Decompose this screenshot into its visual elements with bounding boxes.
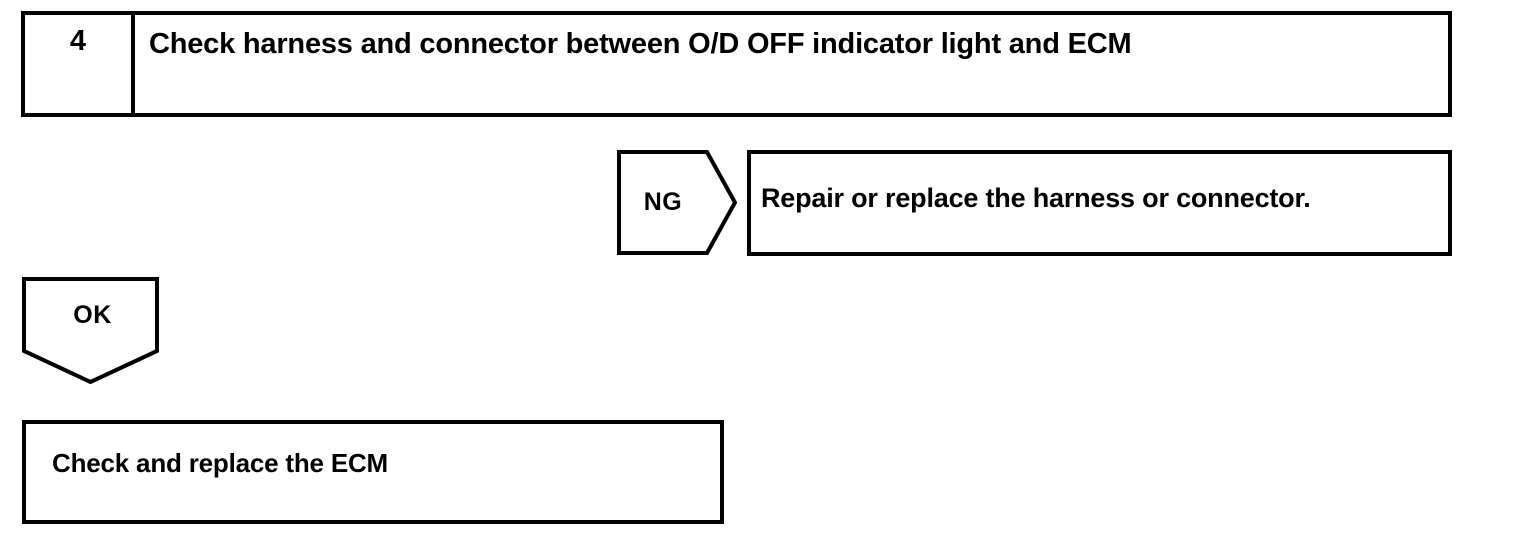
step-title-text: Check harness and connector between O/D … xyxy=(149,28,1132,60)
step-title-cell: Check harness and connector between O/D … xyxy=(135,15,1448,113)
ok-branch-arrow: OK xyxy=(22,277,159,384)
ok-result-text: Check and replace the ECM xyxy=(52,448,388,478)
step-row: 4 Check harness and connector between O/… xyxy=(21,11,1452,117)
ok-arrow-shape xyxy=(22,277,159,384)
ng-label-wrap: NG xyxy=(617,150,709,255)
ng-result-box: Repair or replace the harness or connect… xyxy=(747,150,1452,256)
step-number: 4 xyxy=(69,25,87,57)
ok-label: OK xyxy=(73,300,112,329)
ng-result-text: Repair or replace the harness or connect… xyxy=(761,183,1311,213)
step-number-cell: 4 xyxy=(25,15,135,113)
ok-result-box: Check and replace the ECM xyxy=(22,420,724,524)
ng-arrow-shape xyxy=(617,150,737,255)
ok-label-wrap: OK xyxy=(22,277,159,353)
ng-label: NG xyxy=(643,188,683,216)
ng-branch-arrow: NG xyxy=(617,150,737,255)
